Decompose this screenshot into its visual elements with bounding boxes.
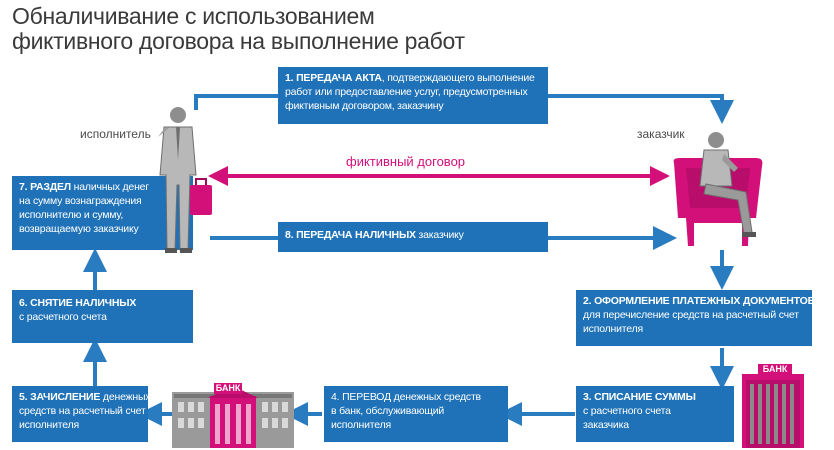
step-4-box: 4. ПЕРЕВОД денежных средств в банк, обсл… — [324, 386, 508, 442]
step-7-title: 7. РАЗДЕЛ — [19, 181, 71, 193]
step-4-text-2: в банк, обслуживающий — [331, 405, 445, 417]
step-7-text-2: на сумму вознаграждения — [19, 195, 142, 207]
step-4-text-1: денежных средств — [390, 391, 482, 403]
step-1-text-3: фиктивным договором, заказчину — [285, 100, 444, 112]
step-3-text-2: с расчетного счета — [583, 405, 671, 417]
step-5-text-1: денежных — [100, 391, 151, 403]
customer-figure-icon — [673, 132, 763, 246]
step-6-title: 6. СНЯТИЕ НАЛИЧНЫХ — [19, 297, 137, 309]
step-3-text-3: заказчика — [583, 419, 629, 431]
step-1-title: 1. ПЕРЕДАЧА АКТА — [285, 72, 382, 84]
bank-building-left-icon — [172, 386, 294, 448]
contract-label: фиктивный договор — [346, 154, 466, 169]
step-6-text-2: с расчетного счета — [19, 311, 107, 323]
step-6-box: 6. СНЯТИЕ НАЛИЧНЫХ с расчетного счета — [12, 290, 193, 343]
executor-figure-icon — [158, 107, 212, 253]
step-4-text-3: исполнителя — [331, 419, 391, 431]
step-7-text-3: исполнителю и сумму, — [19, 209, 124, 221]
page-title: Обналичивание с использованием фиктивног… — [12, 4, 632, 54]
step-1-text-2: работ или предоставление услуг, предусмо… — [285, 86, 528, 98]
step-8-title: 8. ПЕРЕДАЧА НАЛИЧНЫХ — [285, 229, 416, 241]
step-2-text-2: для перечисление средств на расчетный сч… — [583, 309, 799, 321]
step-8-box: 8. ПЕРЕДАЧА НАЛИЧНЫХ заказчику — [278, 222, 548, 252]
step-5-box: 5. ЗАЧИСЛЕНИЕ денежных средств на расчет… — [12, 386, 151, 442]
step-7-text-1: наличных денег — [70, 181, 149, 193]
title-line-1: Обналичивание с использованием — [12, 3, 375, 29]
bank-sign-right: БАНК — [758, 364, 792, 375]
arrow-step1-right — [548, 94, 734, 124]
step-1-box: 1. ПЕРЕДАЧА АКТА, подтверждающего выполн… — [278, 67, 548, 124]
step-1-text-1: , подтверждающего выполнение — [381, 72, 535, 84]
step-3-box: 3. СПИСАНИЕ СУММЫ с расчетного счета зак… — [576, 386, 734, 442]
bank-sign-left: БАНК — [214, 383, 242, 394]
step-5-text-2: средств на расчетный счет — [19, 405, 146, 417]
step-4-title: 4. ПЕРЕВОД — [331, 391, 391, 403]
executor-label: исполнитель — [80, 127, 151, 141]
step-2-title: 2. ОФОРМЛЕНИЕ ПЛАТЕЖНЫХ ДОКУМЕНТОВ — [583, 295, 815, 307]
step-2-box: 2. ОФОРМЛЕНИЕ ПЛАТЕЖНЫХ ДОКУМЕНТОВ для п… — [576, 290, 815, 346]
step-3-title: 3. СПИСАНИЕ СУММЫ — [583, 391, 696, 403]
bank-building-right-icon — [742, 374, 804, 448]
step-8-text-1: заказчику — [415, 229, 464, 241]
title-line-2: фиктивного договора на выполнение работ — [12, 28, 465, 54]
arrow-step1-left — [194, 94, 278, 110]
step-5-text-3: исполнителя — [19, 419, 79, 431]
customer-label: заказчик — [637, 127, 685, 141]
step-7-text-4: возвращаемую заказчику — [19, 223, 139, 235]
step-5-title: 5. ЗАЧИСЛЕНИЕ — [19, 391, 101, 403]
step-2-text-3: исполнителя — [583, 323, 643, 335]
step-7-box: 7. РАЗДЕЛ наличных денег на сумму вознаг… — [12, 176, 193, 250]
